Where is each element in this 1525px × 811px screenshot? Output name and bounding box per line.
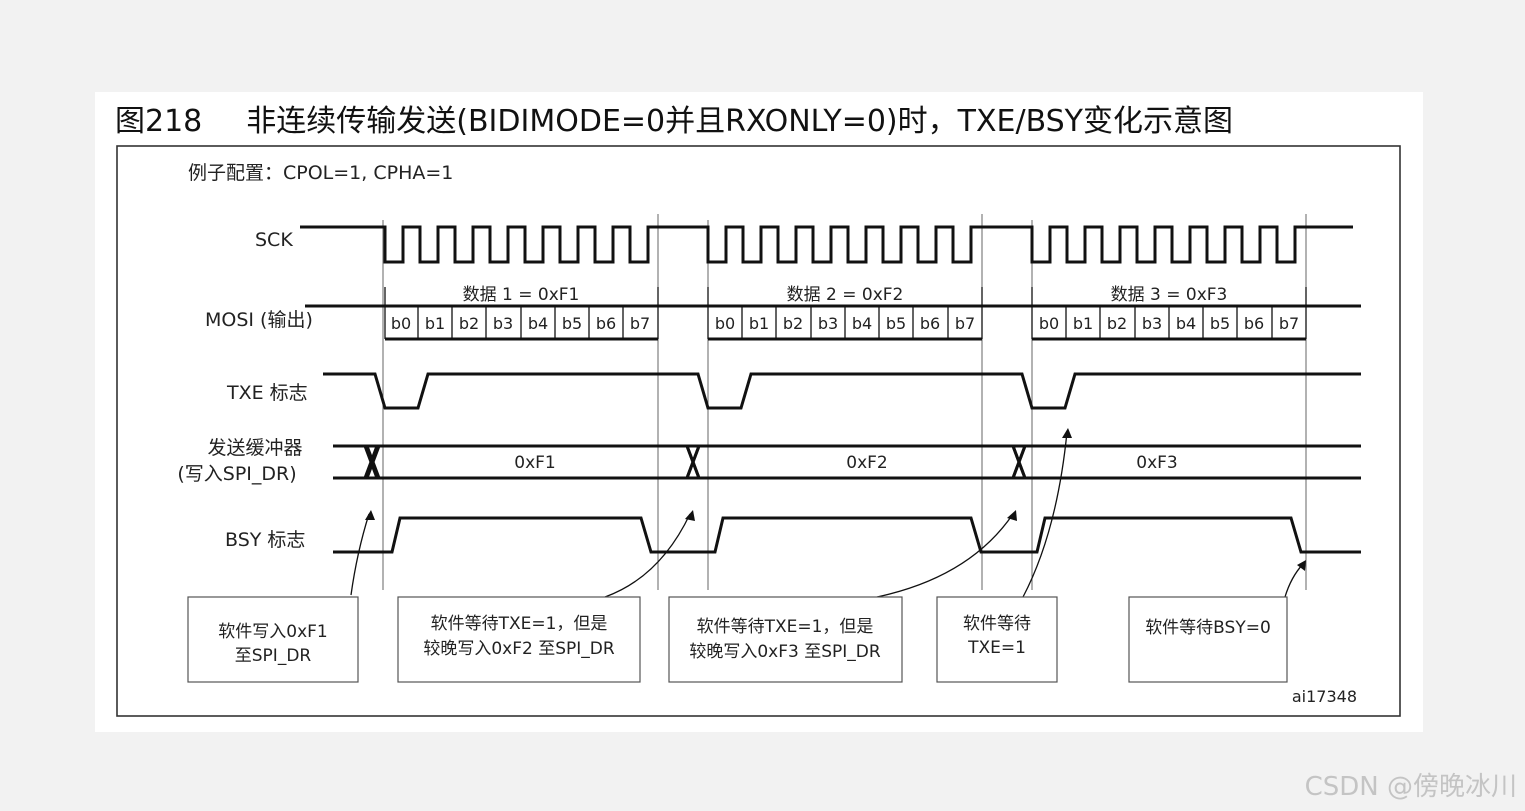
bit-b0: b0 — [391, 314, 411, 333]
bit-b6: b6 — [920, 314, 940, 333]
figure-title: 图218 非连续传输发送(BIDIMODE=0并且RXONLY=0)时，TXE/B… — [115, 96, 1233, 140]
note-2-line1: 软件等待TXE=1，但是 — [431, 614, 608, 634]
note-4-line1: 软件等待 — [963, 614, 1031, 634]
buffer-label-line1: 发送缓冲器 — [207, 437, 302, 459]
note-4-line2: TXE=1 — [967, 638, 1026, 658]
note-3-line2: 较晚写入0xF3 至SPI_DR — [689, 642, 881, 662]
bit-b7: b7 — [630, 314, 650, 333]
bit-b3: b3 — [818, 314, 838, 333]
config-label: 例子配置：CPOL=1, CPHA=1 — [188, 162, 453, 184]
mosi-frame-1 — [384, 287, 659, 341]
buffer-label-line2: (写入SPI_DR) — [177, 463, 296, 485]
txe-label: TXE 标志 — [226, 382, 308, 404]
note-3-line1: 软件等待TXE=1，但是 — [697, 617, 874, 637]
mosi-bits-2: b0 b1 b2 b3 b4 b5 b6 b7 — [715, 314, 975, 333]
guide-lines — [382, 214, 1307, 590]
bsy-label: BSY 标志 — [225, 529, 305, 551]
annotation-arrows — [350, 428, 1306, 598]
bit-b1: b1 — [425, 314, 445, 333]
figure-id: ai17348 — [1292, 687, 1357, 706]
mosi-label: MOSI (输出) — [205, 309, 313, 331]
bit-b1: b1 — [749, 314, 769, 333]
mosi-bits-1: b0 b1 b2 b3 b4 b5 b6 b7 — [391, 314, 650, 333]
mosi-frame-3 — [1031, 287, 1307, 341]
bit-b4: b4 — [528, 314, 548, 333]
note-2-line2: 较晚写入0xF2 至SPI_DR — [423, 639, 615, 659]
bit-b5: b5 — [1210, 314, 1230, 333]
bit-b6: b6 — [1244, 314, 1264, 333]
buffer-value-1: 0xF1 — [514, 453, 555, 473]
bsy-waveform — [333, 516, 1361, 554]
bit-b6: b6 — [596, 314, 616, 333]
buffer-value-3: 0xF3 — [1136, 453, 1177, 473]
note-5-line1: 软件等待BSY=0 — [1145, 618, 1271, 638]
note-1-line1: 软件写入0xF1 — [218, 622, 327, 642]
bit-b2: b2 — [783, 314, 803, 333]
bit-b2: b2 — [459, 314, 479, 333]
figure-number: 图218 — [115, 104, 203, 139]
bit-b0: b0 — [715, 314, 735, 333]
note-box-4: 软件等待 TXE=1 — [936, 596, 1058, 683]
timing-diagram: 例子配置：CPOL=1, CPHA=1 SCK MOSI (输出) — [116, 145, 1401, 717]
buffer-waveform-bottom — [333, 444, 1361, 480]
bit-b1: b1 — [1073, 314, 1093, 333]
bit-b0: b0 — [1039, 314, 1059, 333]
mosi-bits-3: b0 b1 b2 b3 b4 b5 b6 b7 — [1039, 314, 1299, 333]
bit-b4: b4 — [1176, 314, 1196, 333]
bit-b2: b2 — [1107, 314, 1127, 333]
data-label-2: 数据 2 = 0xF2 — [787, 285, 904, 305]
sck-label: SCK — [255, 229, 293, 251]
note-box-2: 软件等待TXE=1，但是 较晚写入0xF2 至SPI_DR — [397, 596, 641, 683]
figure-panel: 图218 非连续传输发送(BIDIMODE=0并且RXONLY=0)时，TXE/B… — [95, 92, 1423, 732]
note-box-5: 软件等待BSY=0 — [1128, 596, 1288, 683]
sck-waveform — [300, 225, 1353, 264]
diagram-frame — [116, 145, 1401, 717]
bit-b5: b5 — [886, 314, 906, 333]
bit-b5: b5 — [562, 314, 582, 333]
watermark: CSDN @傍晚冰川 — [1304, 772, 1517, 802]
note-1-line2: 至SPI_DR — [235, 646, 312, 666]
figure-title-text: 非连续传输发送(BIDIMODE=0并且RXONLY=0)时，TXE/BSY变化… — [246, 104, 1233, 139]
txe-waveform — [323, 372, 1361, 410]
bit-b4: b4 — [852, 314, 872, 333]
bit-b3: b3 — [1142, 314, 1162, 333]
data-label-1: 数据 1 = 0xF1 — [463, 285, 580, 305]
bit-b7: b7 — [1279, 314, 1299, 333]
mosi-frame-2 — [707, 287, 983, 341]
buffer-value-2: 0xF2 — [846, 453, 887, 473]
bit-b7: b7 — [955, 314, 975, 333]
data-label-3: 数据 3 = 0xF3 — [1111, 285, 1228, 305]
note-box-3: 软件等待TXE=1，但是 较晚写入0xF3 至SPI_DR — [668, 596, 903, 683]
note-box-1: 软件写入0xF1 至SPI_DR — [187, 596, 359, 683]
bit-b3: b3 — [493, 314, 513, 333]
